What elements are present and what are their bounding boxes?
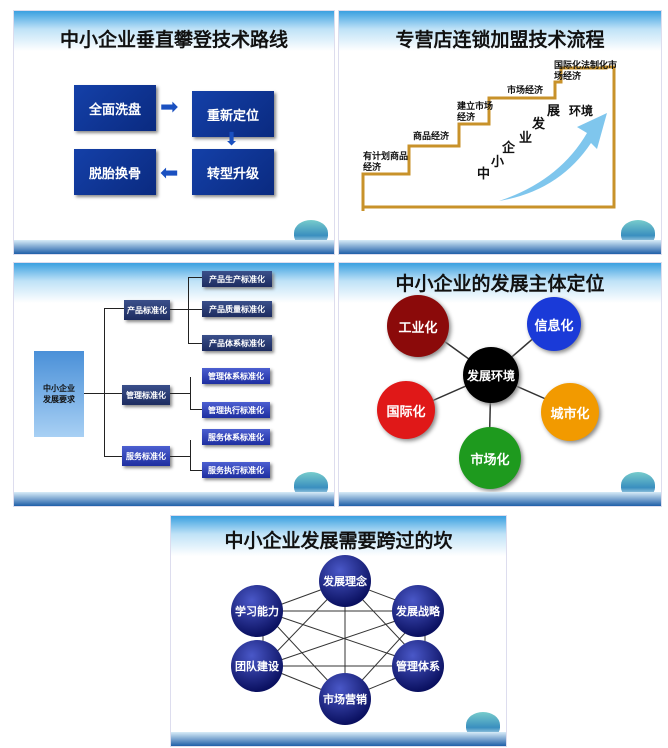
slide-title: 中小企业的发展主体定位 xyxy=(395,273,605,295)
footer-band xyxy=(339,240,661,254)
box-full-wash: 全面洗盘 xyxy=(74,85,156,131)
header-band xyxy=(14,11,334,51)
root-box: 中小企业发展要求 xyxy=(34,351,84,437)
slide-hurdles: 中小企业发展需要跨过的坎 发展理念 发展战略 管理体系 市场营销 团队建设 学习… xyxy=(170,515,507,747)
group-management: 管理标准化 xyxy=(122,385,170,405)
node-management: 管理体系 xyxy=(392,640,444,692)
arrow-left-icon: ⬅ xyxy=(160,161,179,186)
step-1: 有计划商品经济 xyxy=(363,152,409,173)
node-philosophy: 发展理念 xyxy=(319,555,371,607)
header-band xyxy=(339,263,661,303)
step-3: 建立市场经济 xyxy=(457,102,494,123)
arrow-word: 发 xyxy=(532,117,546,132)
box-transform: 转型升级 xyxy=(192,149,274,195)
step-5: 国际化法制化市场经济 xyxy=(554,61,618,82)
slide-title: 专营店连锁加盟技术流程 xyxy=(395,29,605,51)
arrow-word: 环境 xyxy=(569,104,594,118)
center-node: 发展环境 xyxy=(463,347,519,403)
group-service: 服务标准化 xyxy=(122,446,170,466)
slide-title: 中小企业发展需要跨过的坎 xyxy=(224,530,453,552)
arrow-down-icon: ⬇ xyxy=(224,129,240,150)
step-2: 商品经济 xyxy=(413,132,450,142)
item-service-system: 服务体系标准化 xyxy=(202,429,270,445)
node-internationalization: 国际化 xyxy=(377,381,435,439)
node-industrialization: 工业化 xyxy=(387,295,449,357)
step-4: 市场经济 xyxy=(507,86,544,96)
arrow-word: 企 xyxy=(502,141,516,156)
arrow-word: 中 xyxy=(477,167,491,182)
footer-band xyxy=(339,492,661,506)
staircase-graphic xyxy=(361,65,616,211)
slide-requirements-tree: 中小企业发展要求 产品标准化 管理标准化 服务标准化 产品生产标准化 产品质量标… xyxy=(13,262,335,507)
slide-title: 中小企业垂直攀登技术路线 xyxy=(59,29,288,51)
slide-positioning: 中小企业的发展主体定位 发展环境 工业化 信息化 城市化 市场化 国际化 xyxy=(338,262,662,507)
node-strategy: 发展战略 xyxy=(392,585,444,637)
node-informatization: 信息化 xyxy=(527,297,581,351)
node-urbanization: 城市化 xyxy=(541,383,599,441)
header-band xyxy=(171,516,506,556)
box-reposition: 重新定位 xyxy=(192,91,274,137)
item-product-production: 产品生产标准化 xyxy=(202,271,272,287)
item-product-quality: 产品质量标准化 xyxy=(202,301,272,317)
arrow-right-icon: ➡ xyxy=(160,95,179,120)
node-learning: 学习能力 xyxy=(231,585,283,637)
box-rebirth: 脱胎换骨 xyxy=(74,149,156,195)
slide-vertical-climb: 中小企业垂直攀登技术路线 全面洗盘 重新定位 转型升级 脱胎换骨 ➡ ⬇ ⬅ xyxy=(13,10,335,255)
footer-band xyxy=(171,732,506,746)
arrow-word: 业 xyxy=(519,131,533,146)
arrow-word: 展 xyxy=(547,104,561,119)
header-band xyxy=(339,11,661,51)
node-team: 团队建设 xyxy=(231,640,283,692)
root-label: 中小企业发展要求 xyxy=(43,384,75,404)
item-service-exec: 服务执行标准化 xyxy=(202,462,270,478)
node-marketing: 市场营销 xyxy=(319,673,371,725)
header-band xyxy=(14,263,334,303)
item-mgmt-system: 管理体系标准化 xyxy=(202,368,270,384)
footer-band xyxy=(14,492,334,506)
arrow-word: 小 xyxy=(491,155,505,170)
item-product-system: 产品体系标准化 xyxy=(202,335,272,351)
node-marketization: 市场化 xyxy=(459,427,521,489)
item-mgmt-exec: 管理执行标准化 xyxy=(202,402,270,418)
slide-chain-process: 专营店连锁加盟技术流程 有计划商品经济 商品经济 建立市场经济 市场经济 国际化… xyxy=(338,10,662,255)
footer-band xyxy=(14,240,334,254)
group-product: 产品标准化 xyxy=(124,300,170,320)
